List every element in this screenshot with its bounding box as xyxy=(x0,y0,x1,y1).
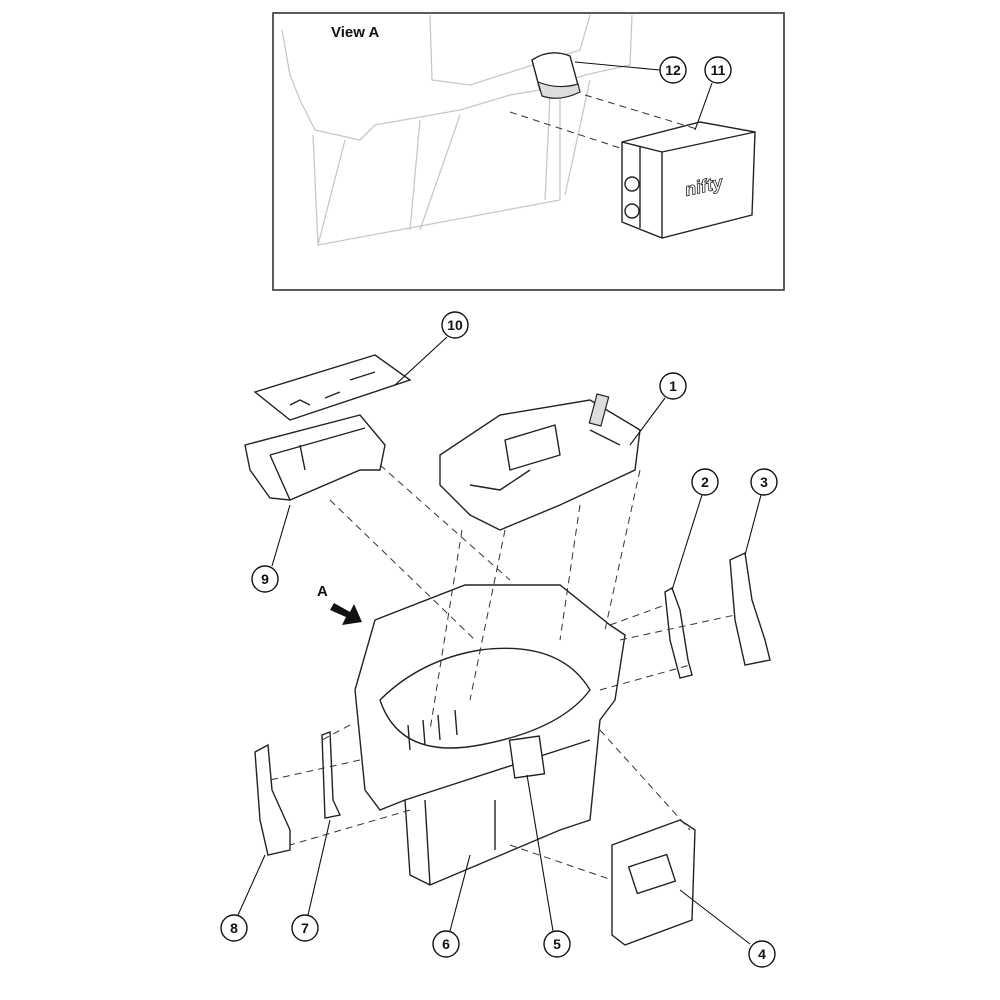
callout-12: 12 xyxy=(659,56,687,84)
callout-2: 2 xyxy=(691,468,719,496)
view-a-inset: View A nifty xyxy=(272,12,785,291)
svg-text:1: 1 xyxy=(669,378,677,394)
part-3-cover xyxy=(729,551,771,666)
svg-text:6: 6 xyxy=(442,936,450,952)
svg-text:7: 7 xyxy=(301,920,309,936)
part-9-board-tray xyxy=(244,414,386,501)
svg-text:8: 8 xyxy=(230,920,238,936)
callout-9: 9 xyxy=(251,565,279,593)
callout-4: 4 xyxy=(748,940,776,968)
svg-text:3: 3 xyxy=(760,474,768,490)
svg-text:4: 4 xyxy=(758,946,766,962)
svg-text:12: 12 xyxy=(665,62,681,78)
callout-1: 1 xyxy=(659,372,687,400)
view-a-title: View A xyxy=(331,24,380,41)
callout-7: 7 xyxy=(291,914,319,942)
svg-text:2: 2 xyxy=(701,474,709,490)
callout-5: 5 xyxy=(543,930,571,958)
callout-11: 11 xyxy=(704,56,732,84)
part-7-bracket xyxy=(321,731,342,819)
callout-10: 10 xyxy=(441,311,469,339)
part-6-main-frame xyxy=(354,584,626,886)
callout-3: 3 xyxy=(750,468,778,496)
part-4-case xyxy=(611,819,696,946)
part-12-connector xyxy=(531,52,581,99)
part-1-control-panel xyxy=(439,393,641,531)
svg-text:A: A xyxy=(317,583,328,600)
callout-6: 6 xyxy=(432,930,460,958)
part-11-control-box: nifty xyxy=(621,121,756,239)
callout-8: 8 xyxy=(220,914,248,942)
svg-text:5: 5 xyxy=(553,936,561,952)
part-2-bracket xyxy=(664,586,693,679)
svg-text:11: 11 xyxy=(711,62,726,78)
part-10-circuit-board xyxy=(253,354,412,421)
part-8-cover xyxy=(254,743,291,856)
svg-text:10: 10 xyxy=(447,317,463,333)
part-5-plate xyxy=(508,735,546,779)
svg-text:9: 9 xyxy=(261,571,269,587)
view-a-arrow: A xyxy=(317,583,362,625)
